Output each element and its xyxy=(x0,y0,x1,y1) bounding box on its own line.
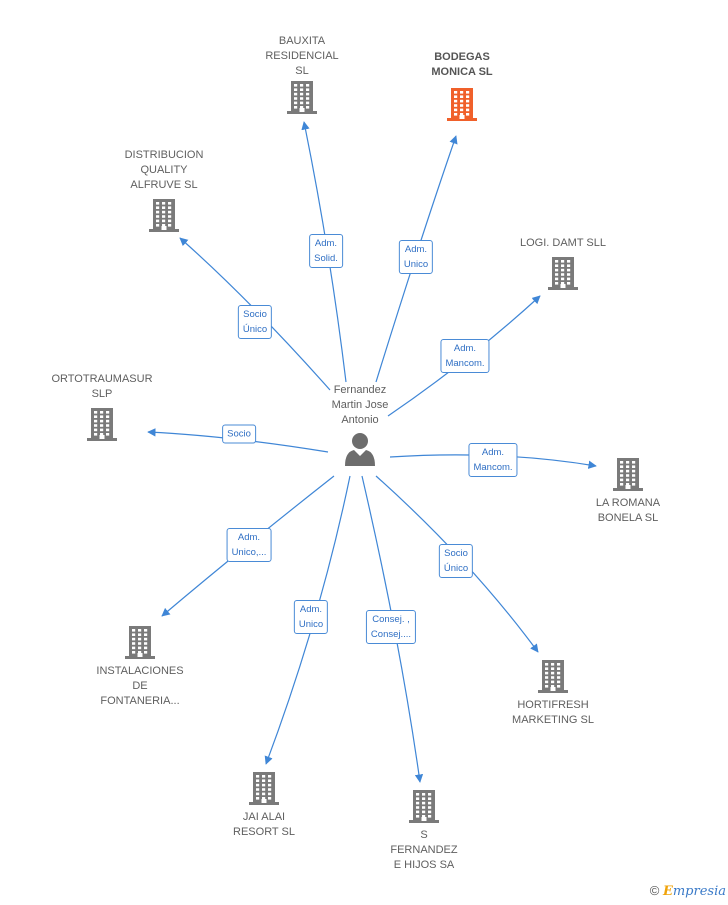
building-icon xyxy=(447,88,477,121)
company-label: HORTIFRESH MARKETING SL xyxy=(512,699,594,726)
company-label: BODEGAS MONICA SL xyxy=(431,51,493,78)
relation-label-bauxita[interactable]: Adm. Solid. xyxy=(309,234,343,268)
relation-label-laromana[interactable]: Adm. Mancom. xyxy=(468,443,518,477)
company-label: LA ROMANA BONELA SL xyxy=(595,497,661,524)
company-node-jaialai[interactable]: JAI ALAI RESORT SL xyxy=(216,770,312,840)
company-node-distribucion[interactable]: DISTRIBUCION QUALITY ALFRUVE SL xyxy=(112,148,216,233)
center-person-label: Fernandez Martin Jose Antonio xyxy=(331,384,389,426)
company-label: S FERNANDEZ E HIJOS SA xyxy=(390,829,458,871)
building-icon xyxy=(538,660,568,693)
company-node-bauxita[interactable]: BAUXITA RESIDENCIAL SL xyxy=(252,34,352,115)
relation-label-logi[interactable]: Adm. Mancom. xyxy=(440,339,490,373)
building-icon xyxy=(613,458,643,491)
building-icon xyxy=(409,790,439,823)
building-icon xyxy=(125,626,155,659)
copyright-notice: © Empresia xyxy=(650,883,726,899)
building-icon xyxy=(548,257,578,290)
company-node-ortotraumasur[interactable]: ORTOTRAUMASUR SLP xyxy=(44,372,160,442)
building-icon xyxy=(149,199,179,232)
relation-label-jaialai[interactable]: Adm. Unico xyxy=(293,600,329,634)
building-icon xyxy=(249,772,279,805)
center-person[interactable]: Fernandez Martin Jose Antonio xyxy=(318,383,402,466)
relation-label-bodegas[interactable]: Adm. Unico xyxy=(398,240,434,274)
company-label: DISTRIBUCION QUALITY ALFRUVE SL xyxy=(124,149,204,191)
company-node-sfernandez[interactable]: S FERNANDEZ E HIJOS SA xyxy=(376,788,472,873)
relation-label-ortotraumasur[interactable]: Socio xyxy=(222,424,256,444)
relation-label-hortifresh[interactable]: Socio Único xyxy=(438,544,474,578)
company-node-instalaciones[interactable]: INSTALACIONES DE FONTANERIA... xyxy=(88,624,192,709)
copyright-symbol: © xyxy=(649,883,660,898)
company-label: INSTALACIONES DE FONTANERIA... xyxy=(96,665,184,707)
person-icon xyxy=(345,433,375,466)
company-label: ORTOTRAUMASUR SLP xyxy=(51,373,153,400)
relation-label-sfernandez[interactable]: Consej. , Consej.... xyxy=(365,610,417,644)
relation-label-distribucion[interactable]: Socio Único xyxy=(237,305,273,339)
building-icon xyxy=(87,408,117,441)
company-label: BAUXITA RESIDENCIAL SL xyxy=(265,35,339,77)
brand-name: mpresia xyxy=(672,884,726,899)
company-node-hortifresh[interactable]: HORTIFRESH MARKETING SL xyxy=(500,658,606,728)
company-node-bodegas[interactable]: BODEGAS MONICA SL xyxy=(412,50,512,122)
company-node-logi[interactable]: LOGI. DAMT SLL xyxy=(508,236,618,291)
company-label: LOGI. DAMT SLL xyxy=(520,237,606,249)
brand-initial: E xyxy=(662,884,673,899)
brand-logo[interactable]: Empresia xyxy=(663,884,726,899)
company-label: JAI ALAI RESORT SL xyxy=(233,811,295,838)
relation-label-instalaciones[interactable]: Adm. Unico,... xyxy=(226,528,272,562)
company-node-laromana[interactable]: LA ROMANA BONELA SL xyxy=(578,456,678,526)
building-icon xyxy=(287,81,317,114)
